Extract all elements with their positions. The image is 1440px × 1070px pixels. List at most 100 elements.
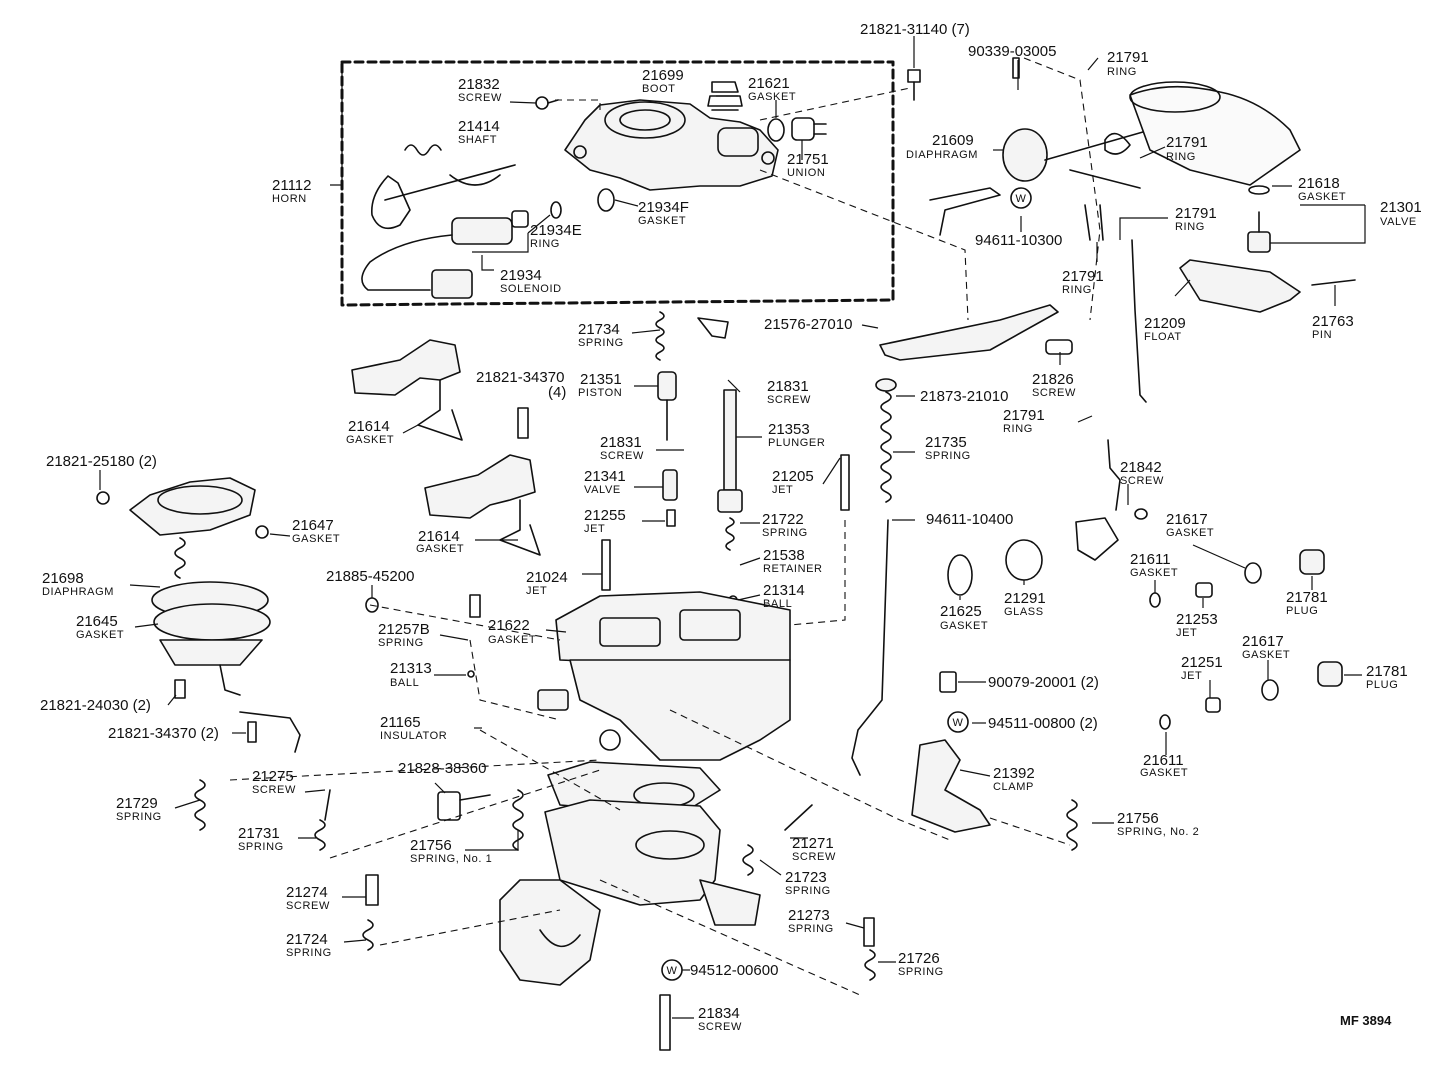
svg-text:21832: 21832 [458, 76, 500, 93]
washer-icon: W [661, 959, 683, 981]
svg-text:GLASS: GLASS [1004, 606, 1044, 618]
svg-text:SPRING: SPRING [762, 527, 808, 539]
spring-21724-part [362, 919, 374, 951]
spring-21735-part [880, 391, 892, 503]
svg-text:GASKET: GASKET [748, 91, 796, 103]
svg-text:21723: 21723 [785, 869, 827, 886]
svg-text:94611-10400: 94611-10400 [926, 511, 1013, 528]
svg-text:GASKET: GASKET [416, 543, 464, 555]
svg-text:21253: 21253 [1176, 611, 1218, 628]
svg-text:21301: 21301 [1380, 199, 1422, 216]
svg-text:W: W [953, 717, 964, 729]
jet-21024-part [601, 539, 611, 591]
svg-text:21831: 21831 [767, 378, 809, 395]
screw-21271-part [784, 804, 813, 831]
svg-text:21781: 21781 [1286, 589, 1328, 606]
screw-21842-part [1134, 508, 1148, 520]
choke-diaphragm-part [1002, 81, 1301, 189]
svg-text:21645: 21645 [76, 613, 118, 630]
screw-21821-34370b-part [247, 721, 257, 743]
gasket-21617b-part [1261, 679, 1279, 701]
svg-text:GASKET: GASKET [1130, 567, 1178, 579]
svg-text:21618: 21618 [1298, 175, 1340, 192]
spring-21726-part [864, 949, 876, 981]
plunger-bracket-part [697, 317, 729, 339]
svg-text:SPRING, No. 1: SPRING, No. 1 [410, 853, 492, 865]
valve-21341-part [662, 469, 678, 501]
svg-text:21698: 21698 [42, 570, 84, 587]
svg-text:21731: 21731 [238, 825, 280, 842]
svg-text:21273: 21273 [788, 907, 830, 924]
svg-text:GASKET: GASKET [346, 434, 394, 446]
callout-21821-34370-2: 21821-34370 (2) [108, 725, 219, 742]
svg-text:RING: RING [1166, 151, 1196, 163]
svg-text:SCREW: SCREW [698, 1021, 742, 1033]
float-part [1179, 259, 1301, 313]
callout-94611-10300: 94611-10300 [975, 232, 1062, 249]
throttle-body-part [499, 799, 761, 986]
svg-text:21842: 21842 [1120, 459, 1162, 476]
spring-21722-part [725, 517, 735, 551]
svg-text:21722: 21722 [762, 511, 804, 528]
callout-21885-45200: 21885-45200 [326, 568, 414, 585]
svg-text:FLOAT: FLOAT [1144, 331, 1182, 343]
svg-text:21024: 21024 [526, 569, 568, 586]
svg-text:21831: 21831 [600, 434, 642, 451]
horn-screw-part [535, 96, 559, 110]
choke-rod-part [929, 187, 1001, 236]
svg-text:21251: 21251 [1181, 654, 1223, 671]
svg-text:21821-25180 (2): 21821-25180 (2) [46, 453, 157, 470]
svg-text:21885-45200: 21885-45200 [326, 568, 414, 585]
horn-assembly-boundary [340, 60, 895, 307]
svg-text:21617: 21617 [1166, 511, 1208, 528]
svg-text:21751: 21751 [787, 151, 829, 168]
spring-21729-part [194, 779, 206, 831]
svg-text:21341: 21341 [584, 468, 626, 485]
link-lever-part [879, 304, 1059, 361]
svg-text:VALVE: VALVE [584, 484, 621, 496]
svg-text:W: W [667, 965, 678, 977]
svg-text:94511-00800 (2): 94511-00800 (2) [988, 715, 1098, 732]
washer-symbols: W W W [661, 187, 1032, 981]
part-drawings [96, 57, 1356, 1051]
pin-90339-part [1012, 57, 1020, 79]
svg-text:RING: RING [530, 238, 560, 250]
jet-21251-part [1205, 697, 1221, 713]
svg-text:21647: 21647 [292, 517, 334, 534]
gasket-21611b-part [1159, 714, 1171, 730]
jet-21253-part [1195, 582, 1213, 598]
svg-text:SPRING: SPRING [788, 923, 834, 935]
svg-text:21724: 21724 [286, 931, 328, 948]
svg-text:SPRING, No. 2: SPRING, No. 2 [1117, 826, 1199, 838]
svg-text:GASKET: GASKET [76, 629, 124, 641]
screw-21273-part [863, 917, 875, 947]
svg-text:JET: JET [1181, 670, 1202, 682]
svg-text:21734: 21734 [578, 321, 620, 338]
svg-text:21291: 21291 [1004, 590, 1046, 607]
svg-text:PIN: PIN [1312, 329, 1332, 341]
svg-text:RING: RING [1107, 66, 1137, 78]
svg-text:UNION: UNION [787, 167, 825, 179]
svg-text:CLAMP: CLAMP [993, 781, 1034, 793]
svg-text:21614: 21614 [348, 418, 390, 435]
svg-text:DIAPHRAGM: DIAPHRAGM [42, 586, 114, 598]
svg-text:GASKET: GASKET [488, 634, 536, 646]
